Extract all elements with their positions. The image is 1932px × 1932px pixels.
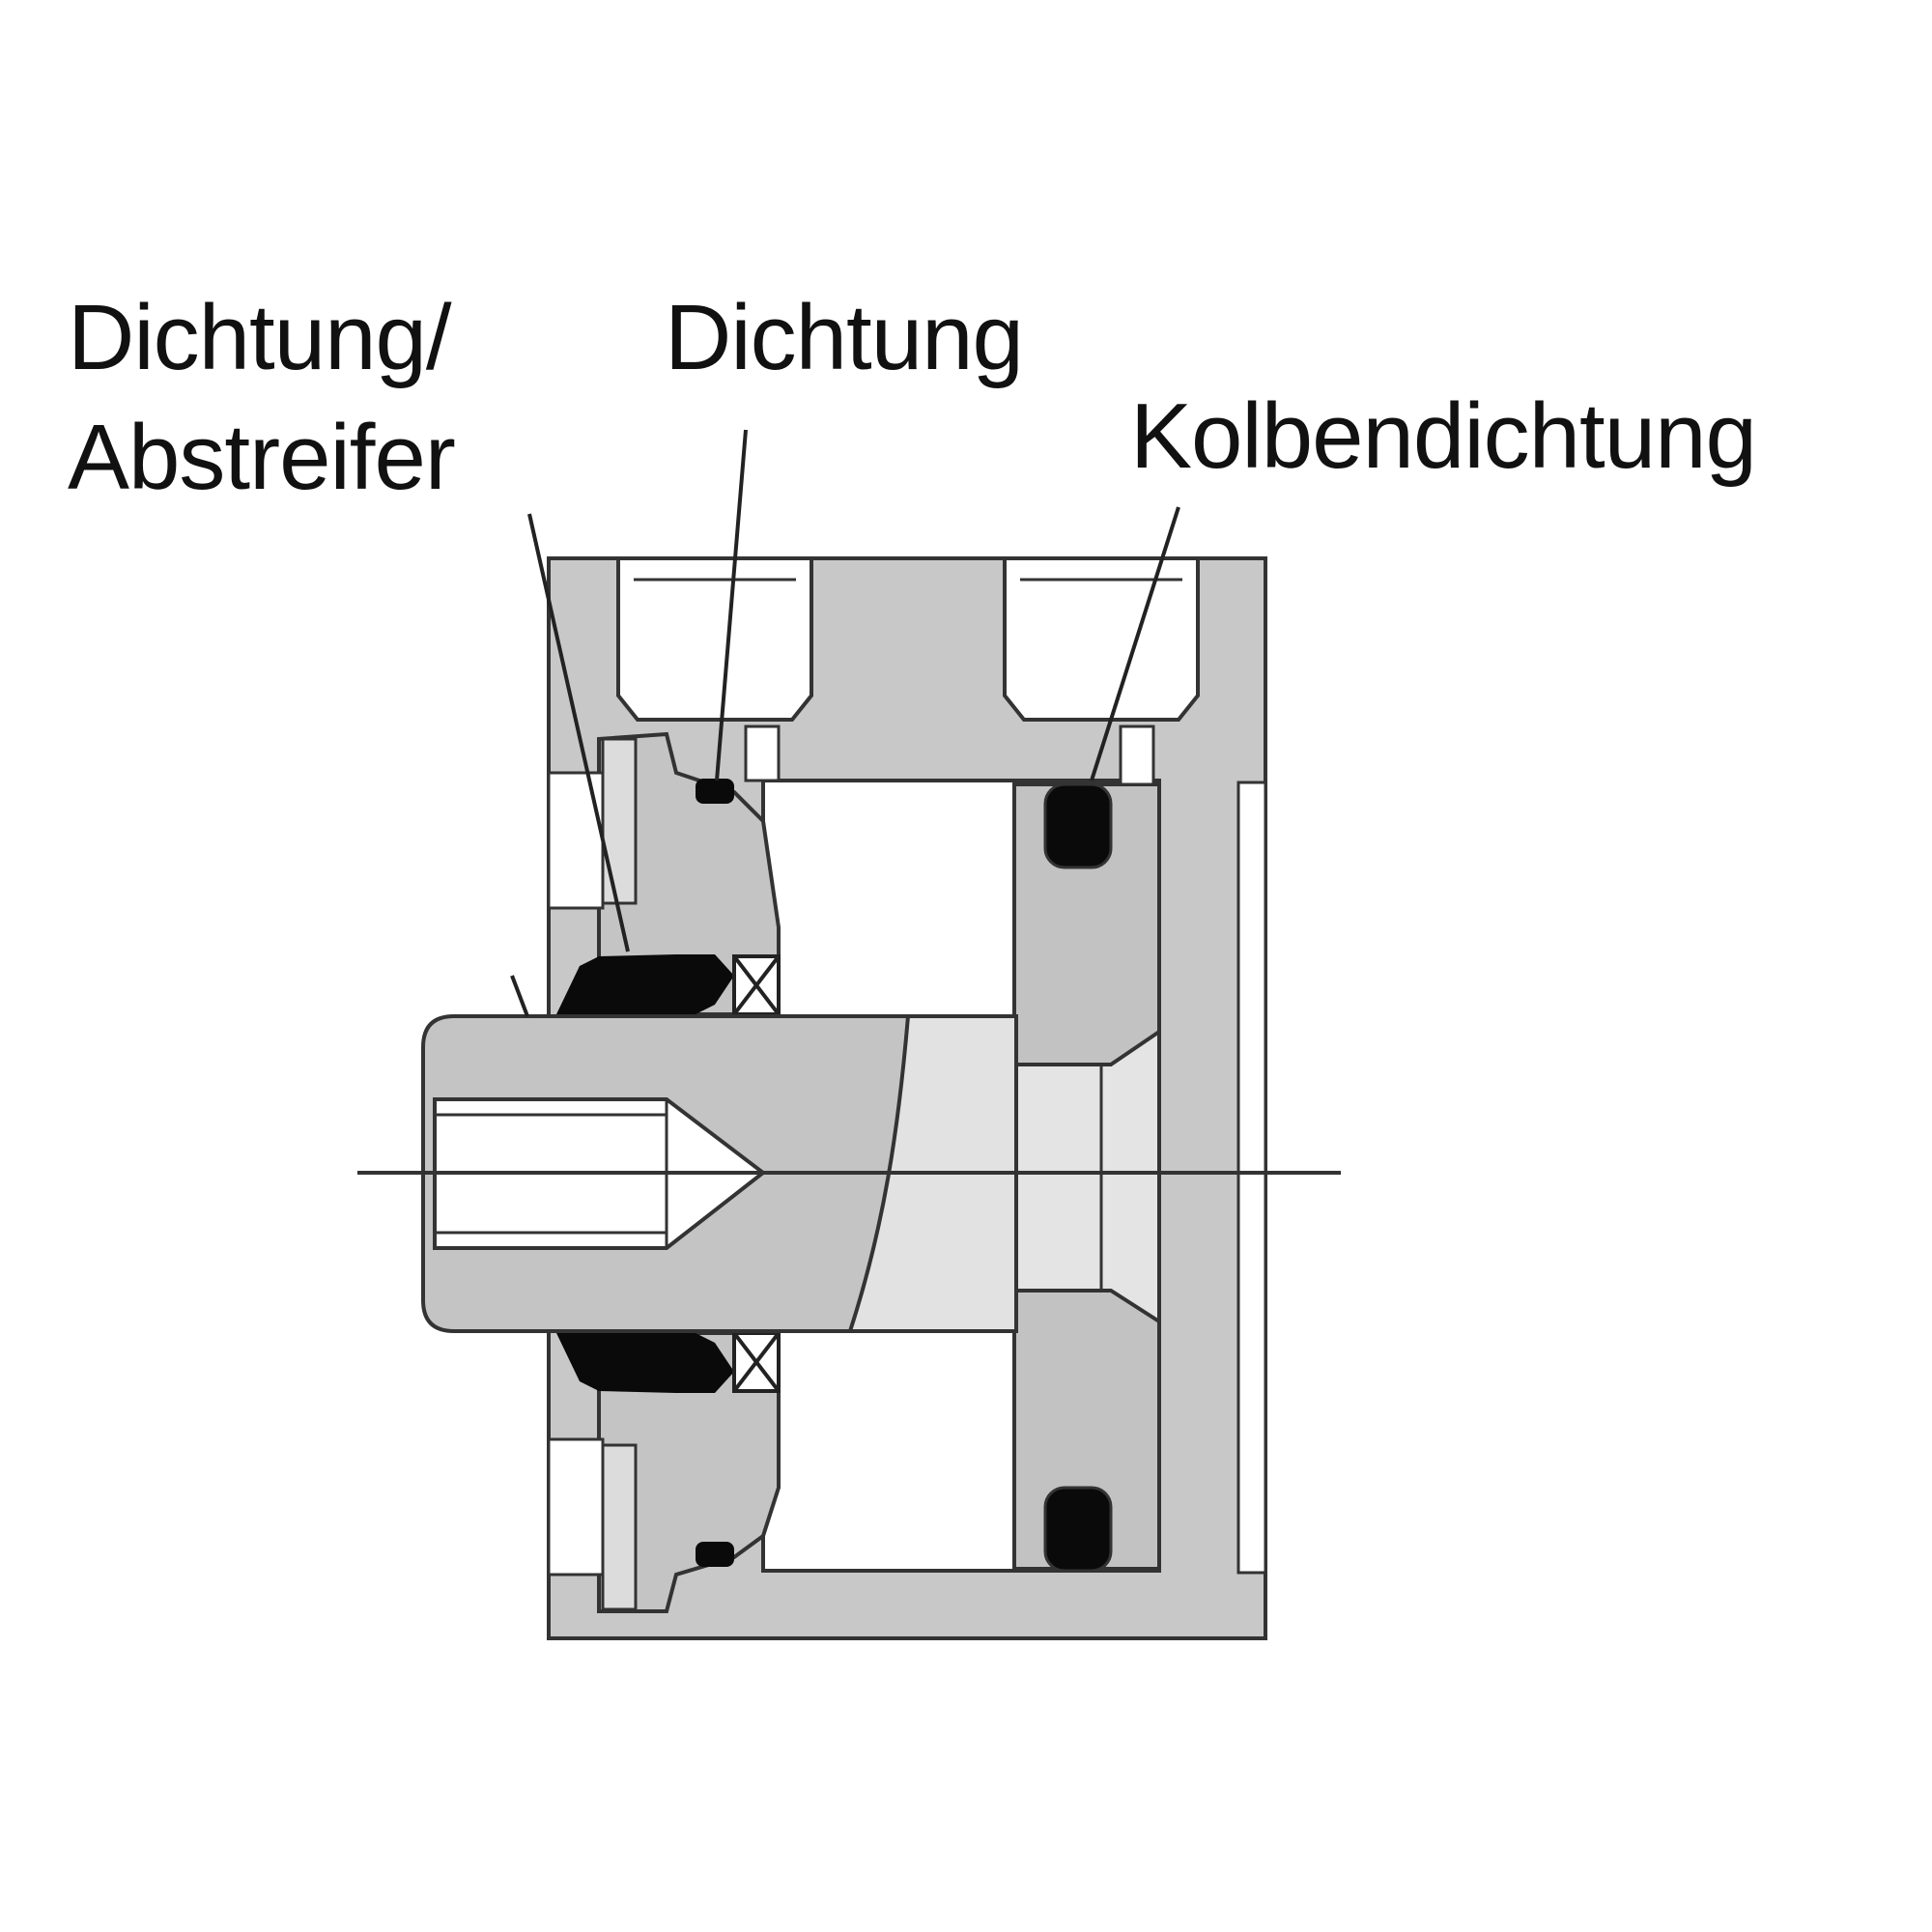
- rod-wiper-seal-bottom: [556, 1333, 696, 1393]
- backup-ring-top: [732, 954, 781, 1016]
- static-seal-bottom: [696, 1542, 734, 1567]
- label-piston-seal: Kolbendichtung: [1130, 384, 1757, 488]
- label-wiper-line1: Dichtung/: [68, 286, 452, 389]
- piston-seal-bottom: [1043, 1486, 1113, 1573]
- label-wiper-line2: Abstreifer: [68, 406, 456, 509]
- piston-cone: [1014, 1028, 1161, 1325]
- static-seal-top: [696, 779, 734, 804]
- leader-wiper: [527, 513, 630, 952]
- rod-wiper-seal-bottom-lip: [676, 1333, 734, 1393]
- port-left: [616, 556, 813, 722]
- leader-seal: [715, 429, 748, 781]
- leader-rod-tick: [510, 975, 529, 1017]
- label-seal: Dichtung: [665, 286, 1024, 389]
- wear-ring-top: [1119, 724, 1155, 786]
- rod-wiper-seal-top-lip: [676, 954, 734, 1014]
- backup-ring-bottom: [732, 1331, 781, 1393]
- rod-wiper-seal-top: [556, 954, 696, 1014]
- piston-seal-top: [1043, 782, 1113, 869]
- leader-piston-seal: [1090, 506, 1180, 781]
- end-cap-slot: [1236, 781, 1267, 1575]
- port-right: [1003, 556, 1200, 722]
- head-slot-top: [547, 771, 605, 910]
- retaining-clip-top: [601, 737, 638, 905]
- retaining-clip-bottom: [601, 1443, 638, 1611]
- label-wiper-seal: Dichtung/ Abstreifer: [68, 278, 456, 518]
- head-slot-bottom: [547, 1437, 605, 1577]
- wear-ring-top-left: [744, 724, 781, 782]
